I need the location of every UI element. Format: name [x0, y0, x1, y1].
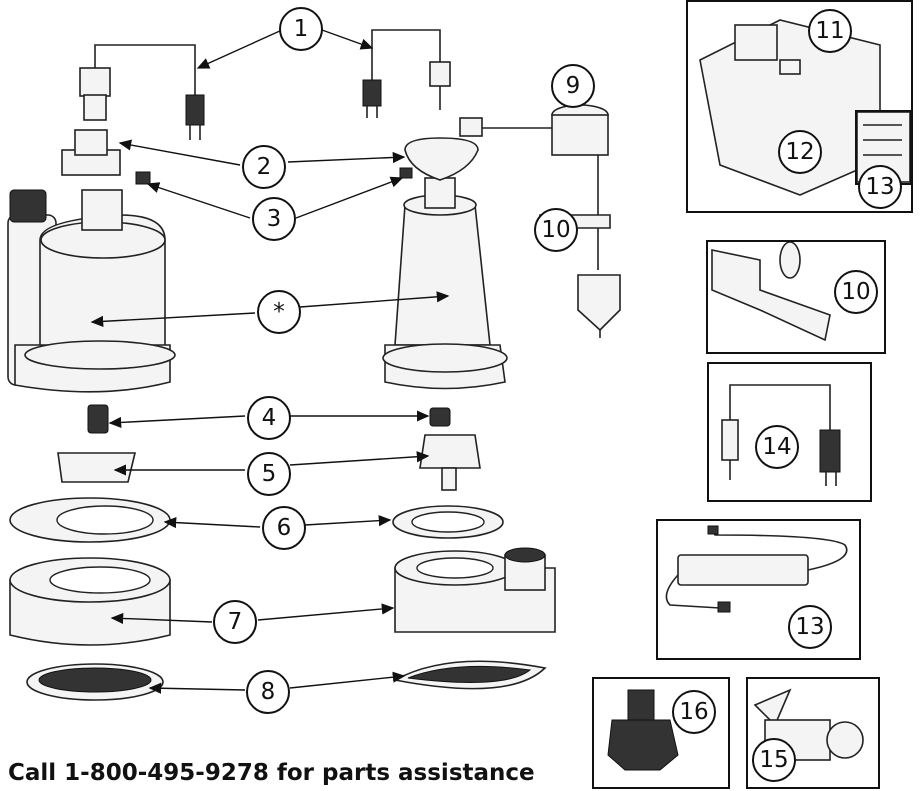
callout-15: 15: [752, 738, 796, 782]
callout-13-charger: 13: [788, 605, 832, 649]
cord-left: [79, 44, 205, 140]
callout-10-pump: 10: [534, 208, 578, 252]
callout-5: 5: [247, 452, 291, 496]
screen-right: [392, 660, 547, 690]
gasket-right: [392, 505, 504, 539]
switch-top-left: [74, 129, 108, 156]
left-pump-body: [7, 189, 176, 393]
callout-8: 8: [246, 670, 290, 714]
battery-box-frame: [686, 0, 913, 213]
float-switch-assembly: [459, 104, 621, 338]
screen-left: [26, 663, 164, 701]
check-valve-right: [429, 407, 451, 427]
plug-3-right: [399, 167, 413, 179]
adapter-detail: [607, 689, 679, 771]
callout-1: 1: [279, 7, 323, 51]
callout-11: 11: [808, 9, 852, 53]
parts-assistance-text: Call 1-800-495-9278 for parts assistance: [8, 760, 535, 786]
base-left: [9, 557, 171, 646]
adapter-right-stem: [441, 467, 457, 491]
callout-7: 7: [213, 600, 257, 644]
cord-right: [362, 29, 451, 118]
leader-lines: [90, 29, 450, 694]
callout-16: 16: [672, 690, 716, 734]
callout-4: 4: [247, 396, 291, 440]
check-valve-left: [87, 404, 109, 434]
bracket-frame: [706, 240, 886, 354]
plug-3-left: [135, 171, 151, 185]
charger-frame: [656, 519, 861, 660]
charger-detail: [665, 525, 848, 613]
callout-star: *: [257, 290, 301, 334]
clamp-detail: [753, 688, 864, 761]
adapter-right: [419, 434, 481, 469]
cord-frame: [707, 362, 872, 502]
clamp-frame: [746, 677, 880, 789]
callout-13-manual: 13: [858, 165, 902, 209]
handle-right: [404, 137, 479, 181]
base-right: [394, 547, 556, 633]
callout-3: 3: [252, 197, 296, 241]
right-pump-body: [382, 177, 508, 390]
bracket-detail: [711, 241, 831, 342]
adapter-frame: [592, 677, 730, 789]
callout-2: 2: [242, 145, 286, 189]
callout-14: 14: [755, 425, 799, 469]
gasket-left: [9, 497, 171, 543]
callout-12: 12: [778, 130, 822, 174]
callout-9: 9: [551, 64, 595, 108]
adapter-left: [57, 452, 137, 483]
cord-detail: [721, 384, 841, 486]
callout-10-bracket: 10: [834, 270, 878, 314]
callout-6: 6: [262, 506, 306, 550]
